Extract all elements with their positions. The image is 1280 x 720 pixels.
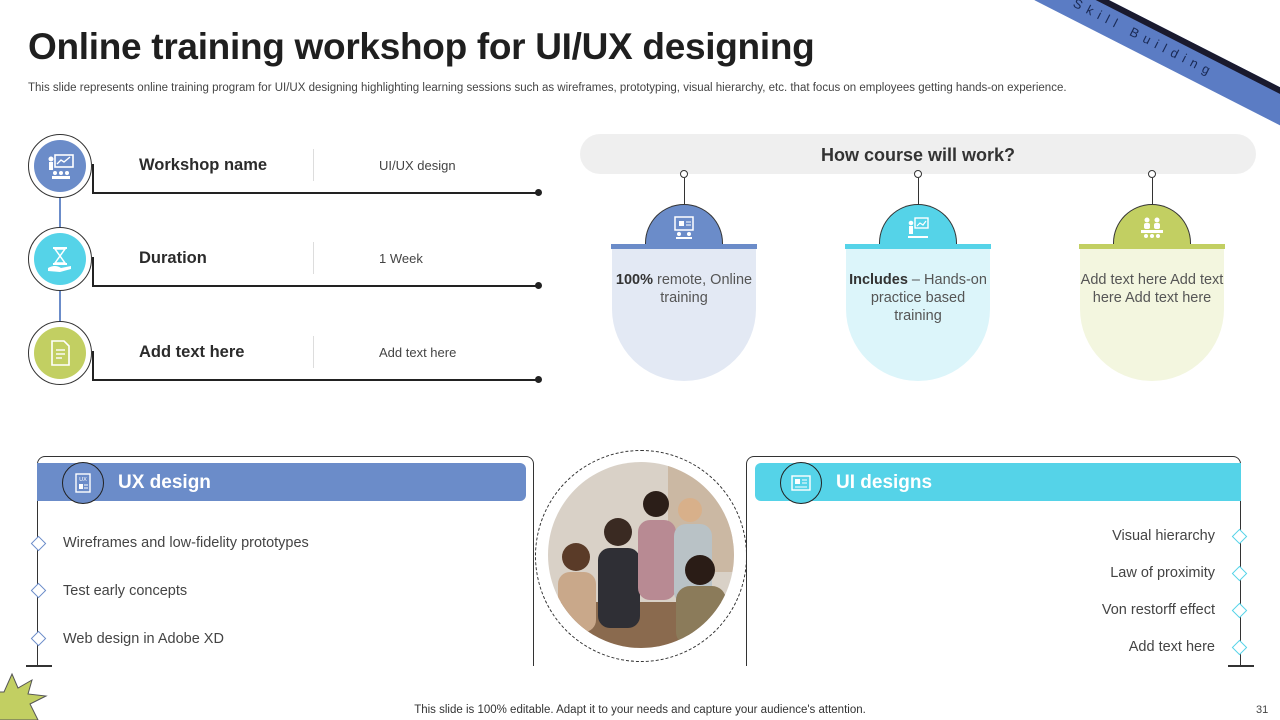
page-title: Online training workshop for UI/UX desig… (28, 26, 815, 67)
page-subtitle: This slide represents online training pr… (28, 82, 1067, 94)
ui-item: Von restorff effect (1101, 602, 1215, 618)
ui-item: Add text here (1128, 639, 1215, 655)
presentation-icon (34, 140, 86, 192)
info-label: Duration (139, 249, 207, 267)
ui-title: UI designs (836, 472, 933, 493)
page-number: 31 (1256, 704, 1269, 716)
info-label: Add text here (139, 343, 245, 361)
info-circle (28, 227, 92, 291)
team-icon (1113, 204, 1191, 244)
ux-title: UX design (118, 472, 211, 493)
ui-item: Law of proximity (1110, 565, 1215, 581)
course-card-extra: Add text here Add text here Add text her… (1079, 170, 1225, 382)
info-row-extra: Add text here Add text here (28, 321, 548, 385)
skill-building-ribbon: Skill Building (1034, 0, 1280, 137)
ui-header-bar: UI designs (755, 463, 1241, 501)
ui-layout-icon (780, 462, 822, 504)
course-card-text: Includes – Hands-on practice based train… (846, 249, 990, 381)
info-value: 1 Week (379, 251, 423, 266)
document-icon (34, 327, 86, 379)
course-heading: How course will work? (820, 145, 1016, 165)
course-heading-bar: How course will work? (580, 134, 1256, 174)
presentation-board-icon (645, 204, 723, 244)
ux-item: Web design in Adobe XD (63, 631, 224, 647)
svg-text:UX: UX (79, 477, 87, 483)
ux-header-bar: UX design (37, 463, 526, 501)
info-value: UI/UX design (379, 158, 456, 173)
ux-item: Wireframes and low-fidelity prototypes (63, 535, 309, 551)
course-card-remote: 100% remote, Online training (611, 170, 757, 382)
ux-wireframe-icon: UX (62, 462, 104, 504)
hourglass-icon (34, 233, 86, 285)
info-value: Add text here (379, 345, 457, 360)
ui-item: Visual hierarchy (1112, 528, 1215, 544)
starburst-decoration (0, 672, 48, 720)
course-card-text: 100% remote, Online training (612, 249, 756, 381)
ux-item: Test early concepts (63, 583, 188, 599)
team-photo (548, 462, 734, 648)
trainer-icon (879, 204, 957, 244)
course-card-handson: Includes – Hands-on practice based train… (845, 170, 991, 382)
ux-panel-frame (37, 456, 534, 666)
info-row-duration: Duration 1 Week (28, 227, 548, 291)
info-circle (28, 321, 92, 385)
course-card-text: Add text here Add text here Add text her… (1080, 249, 1224, 381)
info-label: Workshop name (139, 156, 268, 174)
info-circle (28, 134, 92, 198)
ui-panel-frame (746, 456, 1241, 666)
info-row-workshop: Workshop name UI/UX design (28, 134, 548, 198)
footer-note: This slide is 100% editable. Adapt it to… (414, 704, 866, 716)
ribbon-text: Skill Building (1070, 0, 1219, 81)
